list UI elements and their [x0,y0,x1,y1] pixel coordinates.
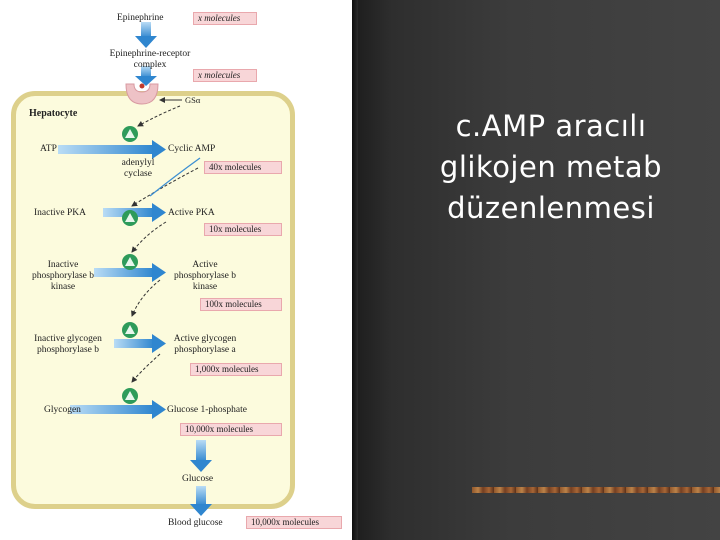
cascade-diagram [58,22,212,516]
g-protein-label: GSα [185,95,201,105]
reaction-arrow-glycogen [70,400,166,419]
inactive-glycogen-phosphorylase-label: Inactive glycogen phosphorylase b [20,334,116,356]
blood-glucose-down-arrow [190,486,212,516]
inactive-gp-line2: phosphorylase b [36,345,99,355]
receptor-complex-line2: complex [133,60,167,70]
camp-curve [149,157,201,197]
diagram-panel: Epinephrine x molecules Epinephrine-rece… [0,0,352,540]
epinephrine-count-box: x molecules [193,12,257,25]
enzyme-icon [122,322,138,338]
atp-label: ATP [40,144,57,154]
glucose-1-phosphate-label: Glucose 1-phosphate [167,405,247,415]
receptor-complex-label: Epinephrine-receptor complex [92,49,208,71]
active-gp-line1: Active glycogen [173,334,237,344]
active-kinase-line1: Active [192,260,218,270]
decorative-strip [472,487,720,493]
receptor-count-box: x molecules [193,69,257,82]
enzyme-icon [122,126,138,142]
inactive-kinase-label: Inactive phosphorylase b kinase [18,260,108,293]
receptor-complex-line1: Epinephrine-receptor [109,49,191,59]
adenylyl-cyclase-line1: adenylyl [121,158,155,168]
adenylyl-cyclase-label: adenylyl cyclase [110,158,166,180]
glycogen-phosphorylase-count-box: 1,000x molecules [190,363,282,376]
active-kinase-line2: phosphorylase b [173,271,236,281]
slide-title-line2: glikojen metab [439,150,663,184]
receptor-icon [125,83,159,105]
epinephrine-bound-dot [139,83,145,89]
adenylyl-cyclase-line2: cyclase [124,169,152,179]
blood-glucose-label: Blood glucose [168,518,223,528]
glucose-label: Glucose [182,474,214,484]
inactive-pka-label: Inactive PKA [34,208,86,218]
epinephrine-down-arrow [135,22,157,48]
reaction-arrow-kinase [94,263,166,282]
reaction-arrow-glycogen-phosphorylase [114,334,166,353]
hepatocyte-label: Hepatocyte [29,108,78,119]
reaction-arrow-atp [58,140,166,159]
active-kinase-label: Active phosphorylase b kinase [160,260,250,293]
glycogen-label: Glycogen [44,405,81,415]
epinephrine-label: Epinephrine [117,13,164,23]
kinase-count-box: 100x molecules [200,298,282,311]
enzyme-icon [122,388,138,404]
cyclic-amp-label: Cyclic AMP [168,144,216,154]
inactive-kinase-line3: kinase [50,282,76,292]
pka-count-box: 10x molecules [204,223,282,236]
glucose-down-arrow [190,440,212,472]
glucose-1-phosphate-count-box: 10,000x molecules [180,423,282,436]
inactive-gp-line1: Inactive glycogen [34,334,102,344]
panel-divider [352,0,358,540]
regulatory-dashed-arrows [131,105,199,383]
camp-count-box: 40x molecules [204,161,282,174]
receptor-down-arrow [135,66,157,86]
blood-glucose-count-box: 10,000x molecules [246,516,342,529]
title-panel: c.AMP aracılı glikojen metab düzenlenmes… [352,0,720,540]
enzyme-icon [122,254,138,270]
enzyme-icon [122,210,138,226]
slide-title-line3: düzenlenmesi [447,191,655,225]
active-glycogen-phosphorylase-label: Active glycogen phosphorylase a [160,334,250,356]
slide-title: c.AMP aracılı glikojen metab düzenlenmes… [392,106,710,229]
inactive-kinase-line1: Inactive [47,260,79,270]
active-kinase-line3: kinase [192,282,218,292]
slide-title-line1: c.AMP aracılı [455,109,647,143]
inactive-kinase-line2: phosphorylase b [31,271,94,281]
active-gp-line2: phosphorylase a [174,345,236,355]
active-pka-label: Active PKA [168,208,215,218]
